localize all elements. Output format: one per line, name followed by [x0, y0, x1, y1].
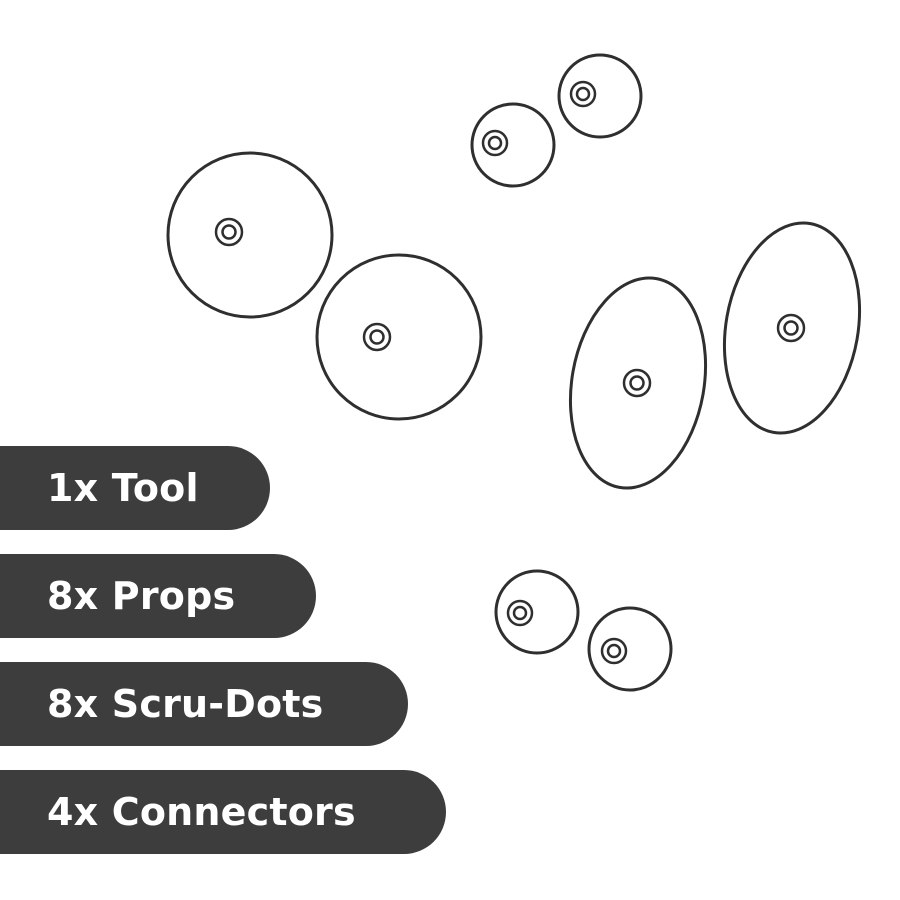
- contents-item-label: 8x Scru-Dots: [47, 682, 324, 726]
- small-round-prop: [587, 606, 673, 692]
- small-round-prop: [494, 569, 580, 655]
- contents-item-props: 8x Props: [0, 554, 316, 638]
- large-round-prop: [315, 253, 483, 421]
- contents-item-label: 1x Tool: [47, 466, 199, 510]
- contents-item-scru-dots: 8x Scru-Dots: [0, 662, 408, 746]
- oval-prop: [568, 276, 708, 490]
- contents-item-connectors: 4x Connectors: [0, 770, 446, 854]
- contents-item-label: 4x Connectors: [47, 790, 356, 834]
- contents-item-label: 8x Props: [47, 574, 236, 618]
- small-round-prop: [557, 53, 643, 139]
- contents-item-tool: 1x Tool: [0, 446, 270, 530]
- small-round-prop: [470, 102, 556, 188]
- large-round-prop: [166, 151, 334, 319]
- oval-prop: [722, 221, 862, 435]
